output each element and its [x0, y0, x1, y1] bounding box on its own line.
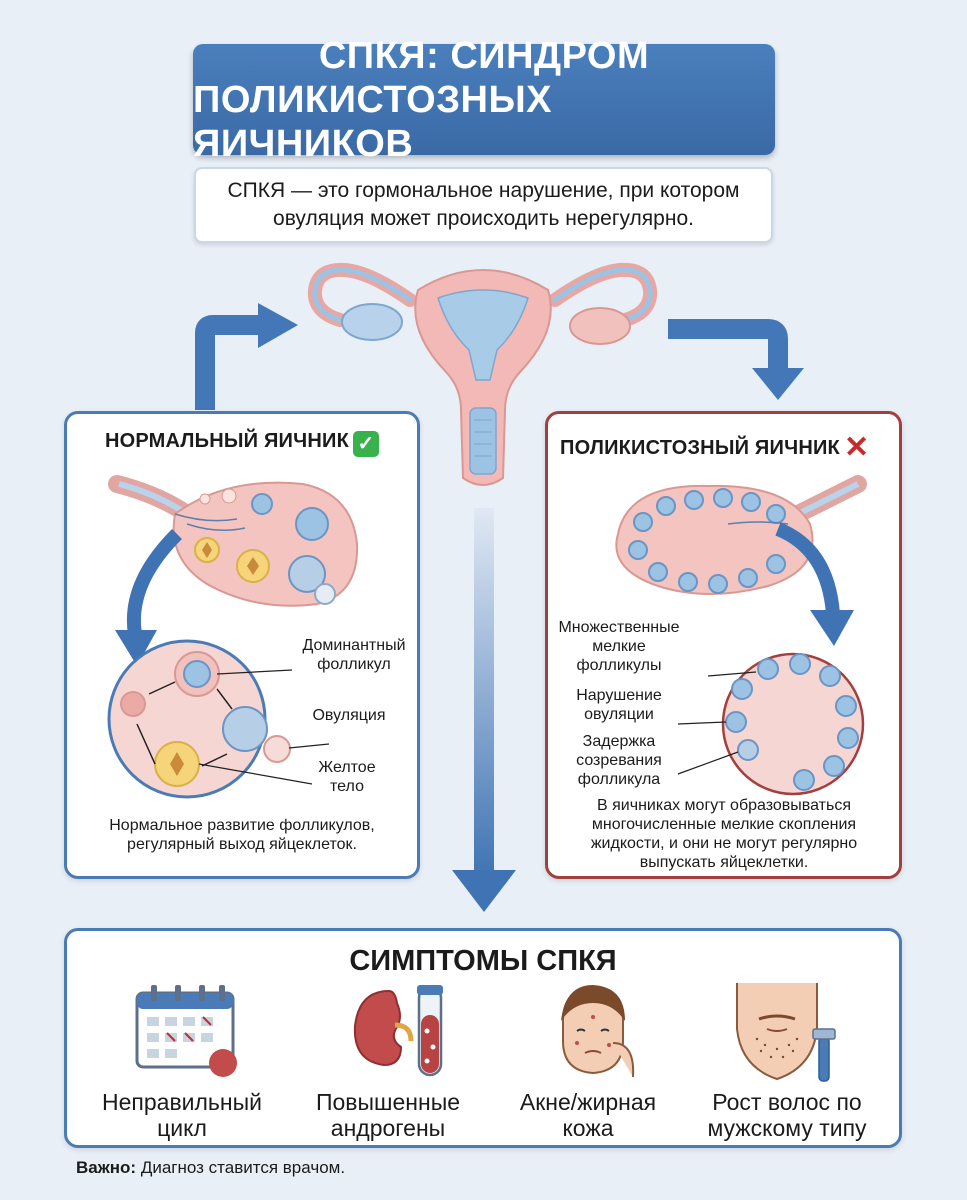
uterus-illustration — [307, 262, 658, 486]
maturation-delay-line-3: фолликула — [577, 771, 661, 788]
title-line-1: СПКЯ: СИНДРОМ — [318, 34, 650, 77]
normal-ovary-title: НОРМАЛЬНЫЙ ЯИЧНИК✓ — [105, 430, 380, 457]
corpus-luteum-label: Желтое тело — [307, 758, 387, 796]
maturation-delay-line-1: Задержка — [582, 733, 656, 750]
pcos-caption-line-3: жидкости, и они не могут регулярно — [590, 835, 858, 852]
multiple-follicles-line-2: мелкие — [592, 638, 646, 655]
symptom-4-line-1: Рост волос по — [712, 1089, 862, 1115]
title-banner: СПКЯ: СИНДРОМ ПОЛИКИСТОЗНЫХ ЯИЧНИКОВ — [193, 35, 775, 165]
maturation-delay-label: Задержка созревания фолликула — [564, 732, 674, 789]
symptom-acne: Акне/жирная кожа — [493, 1089, 683, 1141]
calendar-icon — [135, 985, 237, 1077]
dominant-follicle-label: Доминантный фолликул — [289, 636, 419, 674]
multiple-follicles-label: Множественные мелкие фолликулы — [554, 618, 684, 675]
normal-ovary-illustration — [107, 475, 359, 799]
pcos-ovary-title: ПОЛИКИСТОЗНЫЙ ЯИЧНИК✕ — [560, 430, 869, 465]
normal-ovary-caption: Нормальное развитие фолликулов, регулярн… — [77, 816, 407, 854]
check-mark-icon: ✓ — [353, 431, 380, 457]
face-acne-icon — [561, 985, 635, 1078]
note-text: Диагноз ставится врачом. — [140, 1158, 346, 1177]
important-note: Важно: Диагноз ставится врачом. — [76, 1158, 345, 1178]
pcos-ovary-title-text: ПОЛИКИСТОЗНЫЙ ЯИЧНИК — [560, 437, 840, 459]
ovulation-disorder-line-1: Нарушение — [576, 687, 662, 704]
symptom-2-line-1: Повышенные — [315, 1089, 461, 1115]
corpus-luteum-line-1: Желтое — [318, 759, 376, 776]
dominant-follicle-line-1: Доминантный — [302, 637, 406, 654]
pcos-caption-line-4: выпускать яйцеклетки. — [639, 854, 809, 871]
ovulation-disorder-label: Нарушение овуляции — [564, 686, 674, 724]
definition-box: СПКЯ — это гормональное нарушение, при к… — [194, 167, 773, 243]
arrow-to-symptoms — [452, 508, 516, 912]
normal-caption-line-1: Нормальное развитие фолликулов, — [109, 817, 375, 834]
pcos-ovary-caption: В яичниках могут образовываться многочис… — [556, 796, 892, 872]
multiple-follicles-line-3: фолликулы — [576, 657, 662, 674]
symptom-high-androgens: Повышенные андрогены — [293, 1089, 483, 1141]
definition-line-1: СПКЯ — это гормональное нарушение, при к… — [227, 179, 740, 202]
symptom-irregular-cycle: Неправильный цикл — [87, 1089, 277, 1141]
normal-ovary-panel: НОРМАЛЬНЫЙ ЯИЧНИК✓ — [64, 411, 420, 879]
cross-mark-icon: ✕ — [843, 431, 870, 464]
symptom-3-line-2: кожа — [562, 1115, 614, 1141]
razor-face-icon — [736, 983, 836, 1082]
corpus-luteum-line-2: тело — [330, 778, 364, 795]
pcos-caption-line-1: В яичниках могут образовываться — [597, 797, 851, 814]
symptom-4-line-2: мужскому типу — [707, 1115, 867, 1141]
ovulation-label: Овуляция — [312, 707, 386, 724]
arrow-to-pcos — [668, 319, 804, 400]
kidney-test-tube-icon — [353, 985, 443, 1077]
symptom-2-line-2: андрогены — [330, 1115, 446, 1141]
pcos-ovary-panel: ПОЛИКИСТОЗНЫЙ ЯИЧНИК✕ — [545, 411, 902, 879]
ovulation-disorder-line-2: овуляции — [584, 706, 654, 723]
multiple-follicles-line-1: Множественные — [558, 619, 680, 636]
arrow-to-uterus-left — [195, 303, 298, 410]
maturation-delay-line-2: созревания — [576, 752, 662, 769]
normal-ovary-title-text: НОРМАЛЬНЫЙ ЯИЧНИК — [105, 430, 350, 452]
zoomed-small-follicles — [725, 653, 859, 791]
symptoms-title: СИМПТОМЫ СПКЯ — [349, 945, 617, 977]
pcos-caption-line-2: многочисленные мелкие скопления — [591, 816, 857, 833]
symptom-1-line-1: Неправильный — [102, 1089, 262, 1115]
small-follicles-ring — [628, 488, 786, 594]
definition-line-2: овуляция может происходить нерегулярно. — [273, 207, 694, 230]
symptoms-panel: СИМПТОМЫ СПКЯ — [64, 928, 902, 1148]
symptom-3-line-1: Акне/жирная — [519, 1089, 657, 1115]
normal-caption-line-2: регулярный выход яйцеклеток. — [127, 836, 357, 853]
title-line-2: ПОЛИКИСТОЗНЫХ ЯИЧНИКОВ — [193, 78, 553, 165]
dominant-follicle-line-2: фолликул — [317, 656, 391, 673]
pcos-ovary-illustration — [615, 475, 867, 796]
note-label: Важно: — [76, 1158, 137, 1177]
symptom-hirsutism: Рост волос по мужскому типу — [687, 1089, 887, 1141]
symptom-1-line-2: цикл — [157, 1115, 207, 1141]
